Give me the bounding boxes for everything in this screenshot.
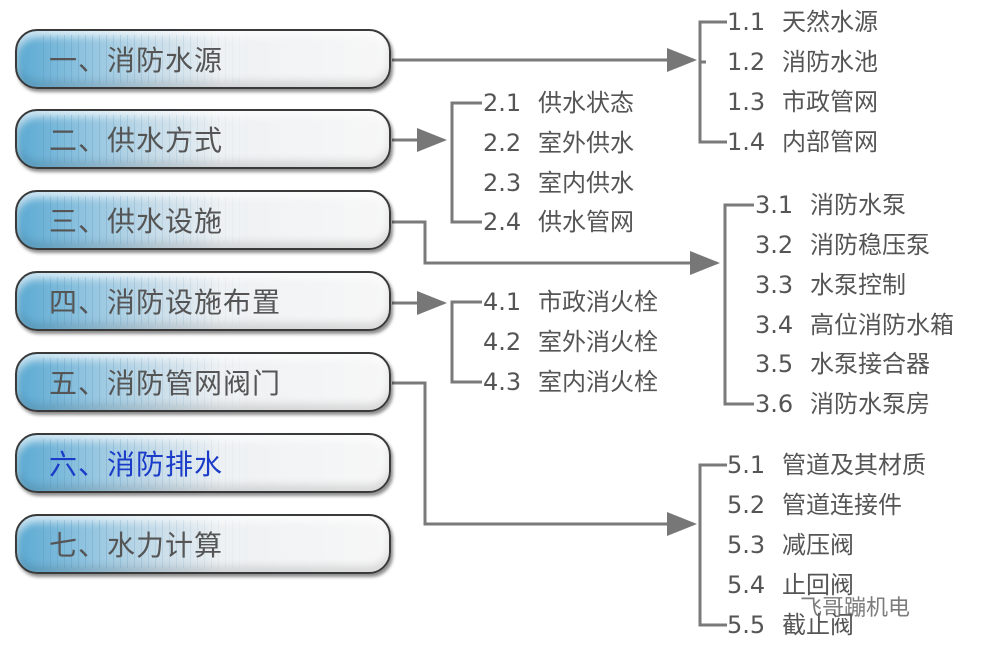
subitem-number: 5.1 xyxy=(727,451,766,479)
subitem-text: 消防水泵房 xyxy=(810,390,930,418)
subitem-number: 5.2 xyxy=(727,491,766,519)
subitem-1-3: 1.3 市政管网 xyxy=(727,88,878,116)
bracket-4 xyxy=(450,300,482,384)
category-button-4[interactable]: 四、消防设施布置 xyxy=(15,271,391,331)
subitem-number: 1.3 xyxy=(727,88,766,116)
subitem-number: 3.5 xyxy=(755,350,794,378)
subitem-4-3: 4.3 室内消火栓 xyxy=(483,368,658,396)
subitem-text: 截止阀 xyxy=(782,611,854,639)
subitem-3-4: 3.4 高位消防水箱 xyxy=(755,311,954,339)
subitem-text: 内部管网 xyxy=(782,128,878,156)
category-button-5[interactable]: 五、消防管网阀门 xyxy=(15,352,391,412)
subitem-2-3: 2.3 室内供水 xyxy=(483,169,634,197)
subitem-3-2: 3.2 消防稳压泵 xyxy=(755,231,930,259)
bracket-2 xyxy=(450,101,482,224)
subitem-5-1: 5.1 管道及其材质 xyxy=(727,451,926,479)
subitem-text: 水泵控制 xyxy=(810,271,906,299)
subitem-text: 天然水源 xyxy=(782,8,878,36)
subitem-1-2: 1.2 消防水池 xyxy=(727,48,878,76)
bracket-1 xyxy=(698,20,727,144)
subitem-3-5: 3.5 水泵接合器 xyxy=(755,350,930,378)
subitem-3-6: 3.6 消防水泵房 xyxy=(755,390,930,418)
bracket-3 xyxy=(723,203,754,406)
subitem-1-4: 1.4 内部管网 xyxy=(727,128,878,156)
subitem-text: 管道及其材质 xyxy=(782,451,926,479)
category-button-1[interactable]: 一、消防水源 xyxy=(15,29,391,89)
category-label: 一、消防水源 xyxy=(49,44,224,77)
subitem-text: 室内供水 xyxy=(538,169,634,197)
subitem-text: 消防稳压泵 xyxy=(810,231,930,259)
category-button-2[interactable]: 二、供水方式 xyxy=(15,109,391,169)
subitem-5-4: 5.4 止回阀 xyxy=(727,571,854,599)
subitem-3-1: 3.1 消防水泵 xyxy=(755,191,906,219)
subitem-5-3: 5.3 减压阀 xyxy=(727,531,854,559)
subitem-number: 5.4 xyxy=(727,571,766,599)
subitem-5-5: 5.5 截止阀 xyxy=(727,611,854,639)
subitem-number: 4.1 xyxy=(483,288,522,316)
subitem-text: 高位消防水箱 xyxy=(810,311,954,339)
subitem-text: 管道连接件 xyxy=(782,491,902,519)
category-label: 二、供水方式 xyxy=(49,124,224,157)
subitem-2-1: 2.1 供水状态 xyxy=(483,89,634,117)
subitem-text: 市政消火栓 xyxy=(538,288,658,316)
subitem-1-1: 1.1 天然水源 xyxy=(727,8,878,36)
subitem-number: 2.2 xyxy=(483,129,522,157)
category-button-6[interactable]: 六、消防排水 xyxy=(15,433,391,493)
subitem-number: 1.2 xyxy=(727,48,766,76)
subitem-2-4: 2.4 供水管网 xyxy=(483,208,634,236)
subitem-number: 3.2 xyxy=(755,231,794,259)
subitem-number: 5.3 xyxy=(727,531,766,559)
category-button-7[interactable]: 七、水力计算 xyxy=(15,514,391,574)
subitem-4-1: 4.1 市政消火栓 xyxy=(483,288,658,316)
subitem-number: 2.1 xyxy=(483,89,522,117)
subitem-text: 供水管网 xyxy=(538,208,634,236)
subitem-number: 4.3 xyxy=(483,368,522,396)
category-label: 六、消防排水 xyxy=(49,448,224,481)
subitem-text: 室外消火栓 xyxy=(538,328,658,356)
subitem-text: 水泵接合器 xyxy=(810,350,930,378)
subitem-3-3: 3.3 水泵控制 xyxy=(755,271,906,299)
subitem-number: 3.4 xyxy=(755,311,794,339)
subitem-number: 2.3 xyxy=(483,169,522,197)
subitem-text: 供水状态 xyxy=(538,89,634,117)
subitem-number: 1.1 xyxy=(727,8,766,36)
subitem-number: 5.5 xyxy=(727,611,766,639)
subitem-text: 市政管网 xyxy=(782,88,878,116)
category-label: 七、水力计算 xyxy=(49,529,224,562)
subitem-number: 3.3 xyxy=(755,271,794,299)
category-label: 四、消防设施布置 xyxy=(49,286,282,319)
subitem-text: 室内消火栓 xyxy=(538,368,658,396)
subitem-text: 减压阀 xyxy=(782,531,854,559)
subitem-2-2: 2.2 室外供水 xyxy=(483,129,634,157)
subitem-number: 1.4 xyxy=(727,128,766,156)
subitem-number: 3.1 xyxy=(755,191,794,219)
category-label: 三、供水设施 xyxy=(49,205,224,238)
subitem-4-2: 4.2 室外消火栓 xyxy=(483,328,658,356)
subitem-5-2: 5.2 管道连接件 xyxy=(727,491,902,519)
connector-3 xyxy=(392,220,720,275)
subitem-text: 消防水泵 xyxy=(810,191,906,219)
subitem-number: 2.4 xyxy=(483,208,522,236)
bracket-5 xyxy=(698,463,727,627)
category-button-3[interactable]: 三、供水设施 xyxy=(15,190,391,250)
watermark: 飞哥蹦机电 xyxy=(800,596,911,621)
subitem-number: 3.6 xyxy=(755,390,794,418)
subitem-number: 4.2 xyxy=(483,328,522,356)
connector-5 xyxy=(392,381,697,536)
subitem-text: 室外供水 xyxy=(538,129,634,157)
category-label: 五、消防管网阀门 xyxy=(49,367,282,400)
subitem-text: 消防水池 xyxy=(782,48,878,76)
subitem-text: 止回阀 xyxy=(782,571,854,599)
